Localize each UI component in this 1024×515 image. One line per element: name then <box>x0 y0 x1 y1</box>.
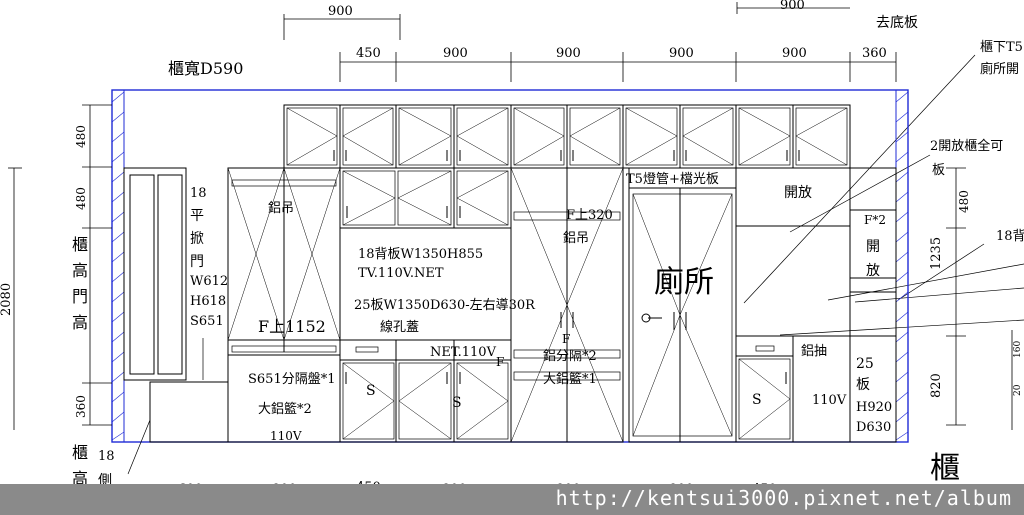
dim-900-1: 900 <box>443 46 468 61</box>
door-18-label: 18 平 掀 門 W612 H618 S651 <box>190 186 228 329</box>
right-cab-label: 櫃 <box>930 451 960 486</box>
board-25-label: 25板W1350D630-左右導30R <box>354 298 536 313</box>
svg-text:S651: S651 <box>190 314 224 329</box>
dim-left-2080: 2080 <box>0 283 14 316</box>
svg-text:高: 高 <box>72 261 88 280</box>
net-110v-label: NET.110V <box>430 345 497 360</box>
dim-left-480-b: 480 <box>74 187 88 210</box>
alu-hang-2: 鋁吊 <box>563 231 589 246</box>
watermark-bar: http://kentsui3000.pixnet.net/album <box>0 484 1024 515</box>
dim-left-480-a: 480 <box>74 125 88 148</box>
top-right-note-2: 廁所開 <box>980 61 1019 77</box>
dim-top-900-a: 900 <box>328 4 353 19</box>
cabinet-depth-label: 櫃寬D590 <box>168 59 243 78</box>
open-note-1: 2開放櫃全可 <box>930 138 1003 154</box>
open-label-1: 開放 <box>784 185 812 201</box>
s-label-3: S <box>752 392 762 408</box>
svg-text:H618: H618 <box>190 294 226 309</box>
leader-lines <box>743 54 1024 336</box>
alu-divider-2: 鋁分隔*2 <box>543 349 597 364</box>
left-door-unit <box>123 167 187 381</box>
dim-900-2: 900 <box>556 46 581 61</box>
open-note-2: 板 <box>932 163 945 178</box>
watermark-text: http://kentsui3000.pixnet.net/album <box>555 486 1012 510</box>
svg-text:18: 18 <box>98 449 115 464</box>
large-basket-2: 大鋁籃*2 <box>258 402 312 417</box>
svg-text:櫃: 櫃 <box>72 443 88 462</box>
svg-text:高: 高 <box>72 469 88 488</box>
alu-drawer-label: 鋁抽 <box>801 344 827 359</box>
svg-text:門: 門 <box>190 254 204 270</box>
dim-right-20: 20 <box>1013 384 1023 396</box>
v110-2: 110V <box>812 393 847 408</box>
dim-900-3: 900 <box>669 46 694 61</box>
svg-text:櫃: 櫃 <box>72 235 88 254</box>
wire-cover-label: 線孔蓋 <box>380 319 419 335</box>
dim-360: 360 <box>862 46 887 61</box>
open-label-2a: 開 <box>866 239 880 255</box>
tv-lower-cabinet <box>339 339 512 443</box>
s651-divider: S651分隔盤*1 <box>248 372 336 387</box>
s-label-1: S <box>366 383 376 399</box>
svg-text:掀: 掀 <box>190 231 204 247</box>
dim-900-4: 900 <box>782 46 807 61</box>
f-top-1152: F上1152 <box>258 317 326 336</box>
left-dimensions: 480 480 360 2080 <box>0 104 112 430</box>
board-25b-label: 25 板 H920 D630 <box>856 356 892 435</box>
dim-left-360: 360 <box>74 395 88 418</box>
right-dimensions: 480 1235 820 160 20 <box>929 167 1023 430</box>
svg-text:18: 18 <box>190 186 207 201</box>
second-row-cabinets <box>340 170 511 229</box>
svg-text:25: 25 <box>856 356 874 372</box>
f2-label: F*2 <box>864 213 886 227</box>
right-cabinets <box>735 167 897 443</box>
alu-hang-1: 鋁吊 <box>268 201 294 216</box>
remove-bottom-label: 去底板 <box>876 15 918 31</box>
top-dimensions: 900 900 450 900 900 900 900 360 <box>283 0 897 82</box>
dim-right-480: 480 <box>957 190 971 213</box>
open-label-2b: 放 <box>866 263 880 279</box>
tv-net-label: TV.110V.NET <box>358 266 444 281</box>
top-right-note-1: 櫃下T5 <box>980 40 1023 55</box>
dim-right-820: 820 <box>929 373 944 398</box>
left-low-box <box>149 381 229 443</box>
svg-text:門: 門 <box>72 287 88 306</box>
f-top-320: F上320 <box>566 208 613 223</box>
dim-450: 450 <box>356 46 381 61</box>
svg-text:平: 平 <box>190 208 204 224</box>
svg-text:W612: W612 <box>190 274 228 289</box>
toilet-label: 廁所 <box>654 265 714 300</box>
wall-outline <box>111 89 909 443</box>
svg-text:H920: H920 <box>856 400 892 415</box>
toilet-door <box>628 168 737 443</box>
dim-right-160: 160 <box>1013 341 1023 358</box>
t5-light-label: T5燈管+檔光板 <box>626 172 719 187</box>
large-basket-1: 大鋁籃*1 <box>543 372 597 387</box>
wardrobe-column <box>227 167 341 443</box>
center-tall-cabinet <box>510 167 624 443</box>
v110-1: 110V <box>270 429 302 443</box>
svg-text:高: 高 <box>72 313 88 332</box>
back-18-note: 18背 <box>996 229 1024 244</box>
dim-top-900-b: 900 <box>780 0 805 13</box>
s-label-2: S <box>452 395 462 411</box>
svg-text:板: 板 <box>856 377 870 393</box>
back-board-label: 18背板W1350H855 <box>358 247 483 262</box>
f-label-1: F <box>496 355 504 369</box>
svg-text:D630: D630 <box>856 420 891 435</box>
f-label-2: F <box>562 332 570 346</box>
cab-height-label: 櫃 高 門 高 <box>72 235 88 332</box>
dim-right-1235: 1235 <box>929 237 944 270</box>
